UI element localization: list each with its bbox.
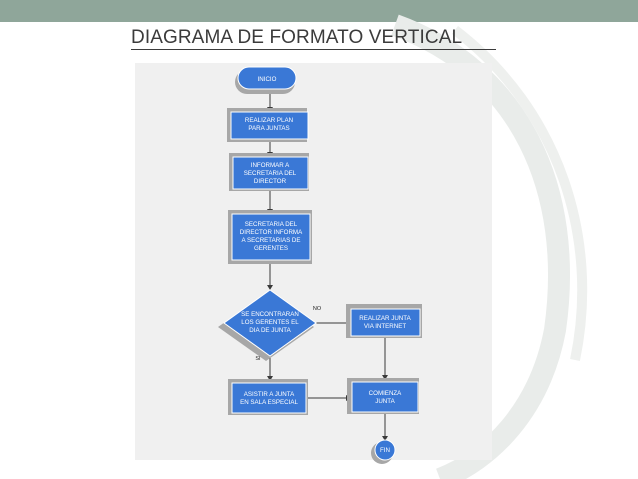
connector-decision-no [315, 320, 351, 326]
process-realizar-plan: REALIZAR PLAN PARA JUNTAS [227, 108, 309, 142]
slide-title: DIAGRAMA DE FORMATO VERTICAL [131, 27, 463, 48]
process-secretaria-informa: SECRETARIA DEL DIRECTOR INFORMA A SECRET… [228, 210, 312, 264]
title-underline [131, 49, 496, 50]
branch-si-label: SI [255, 356, 261, 362]
connector-internet-comienza [382, 336, 388, 380]
process-junta-internet: REALIZAR JUNTA VIA INTERNET [346, 304, 422, 338]
decision-line-1: SE ENCONTRARAN [241, 311, 299, 318]
branch-no-label: NO [313, 306, 322, 312]
secretaria-line-2: DIRECTOR INFORMA [240, 229, 303, 236]
connector-comienza-end [382, 413, 388, 441]
internet-line-1: REALIZAR JUNTA [359, 315, 411, 322]
sala-line-1: ASISTIR A JUNTA [244, 391, 295, 398]
decision-gerentes: SE ENCONTRARAN LOS GERENTES EL DIA DE JU… [218, 289, 317, 361]
process-junta-sala: ASISTIR A JUNTA EN SALA ESPECIAL [228, 379, 308, 415]
end-node: FIN [371, 439, 396, 464]
informar-line-1: INFORMAR A [251, 162, 290, 169]
start-node: INICIO [235, 66, 297, 94]
decision-line-3: DIA DE JUNTA [249, 327, 291, 334]
connector-decision-si [267, 356, 273, 381]
informar-line-2: SECRETARIA DEL [244, 170, 297, 177]
comienza-line-2: JUNTA [375, 398, 395, 405]
comienza-line-1: COMIENZA [369, 390, 403, 397]
secretaria-line-3: A SECRETARIAS DE [241, 237, 300, 244]
connector-step3-decision [267, 260, 273, 290]
decision-line-2: LOS GERENTES EL [241, 319, 299, 326]
start-label: INICIO [258, 76, 277, 83]
secretaria-line-1: SECRETARIA DEL [245, 221, 298, 228]
internet-line-2: VIA INTERNET [364, 323, 407, 330]
realizar-plan-line-1: REALIZAR PLAN [245, 117, 293, 124]
realizar-plan-line-2: PARA JUNTAS [248, 125, 289, 132]
process-comienza-junta: COMIENZA JUNTA [347, 378, 419, 414]
connector-sala-comienza [306, 395, 351, 401]
process-informar-secretaria: INFORMAR A SECRETARIA DEL DIRECTOR [229, 153, 309, 191]
sala-line-2: EN SALA ESPECIAL [240, 399, 298, 406]
secretaria-line-4: GERENTES [254, 245, 288, 252]
informar-line-3: DIRECTOR [254, 178, 287, 185]
end-label: FIN [380, 447, 390, 454]
flowchart-panel [135, 63, 492, 460]
